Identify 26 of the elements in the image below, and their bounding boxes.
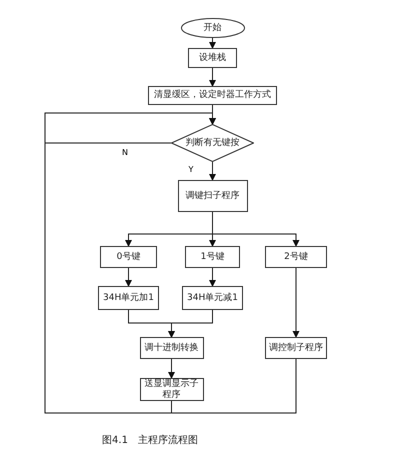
process-box: 2号键	[265, 246, 327, 268]
arrow	[125, 268, 132, 287]
start-ellipse: 开始	[180, 18, 244, 38]
process-box: 设堆栈	[188, 48, 237, 68]
process-box: 调十进制转换	[140, 337, 204, 359]
process-box: 34H单元减1	[182, 286, 243, 310]
process-box: 送显调显示子程序	[140, 378, 204, 401]
arrow	[168, 310, 213, 338]
process-box: 调键扫子程序	[178, 180, 248, 212]
process-box: 1号键	[185, 246, 240, 268]
process-box: 调控制子程序	[265, 337, 327, 359]
decision-diamond: 判断有无键按	[171, 124, 254, 162]
arrow	[212, 212, 300, 247]
arrow	[209, 162, 216, 181]
process-box: 34H单元加1	[98, 286, 159, 310]
process-box: 0号键	[100, 246, 157, 268]
edge-label: N	[122, 148, 128, 157]
arrow	[209, 68, 216, 87]
process-box: 清显缓区，设定时器工作方式	[148, 86, 277, 105]
edge-label: Y	[188, 165, 194, 174]
caption: 图4.1 主程序流程图	[101, 434, 199, 448]
arrow	[292, 268, 300, 338]
arrow	[209, 268, 216, 287]
arrow	[209, 38, 216, 49]
arrow	[44, 112, 296, 414]
arrow	[168, 358, 175, 379]
